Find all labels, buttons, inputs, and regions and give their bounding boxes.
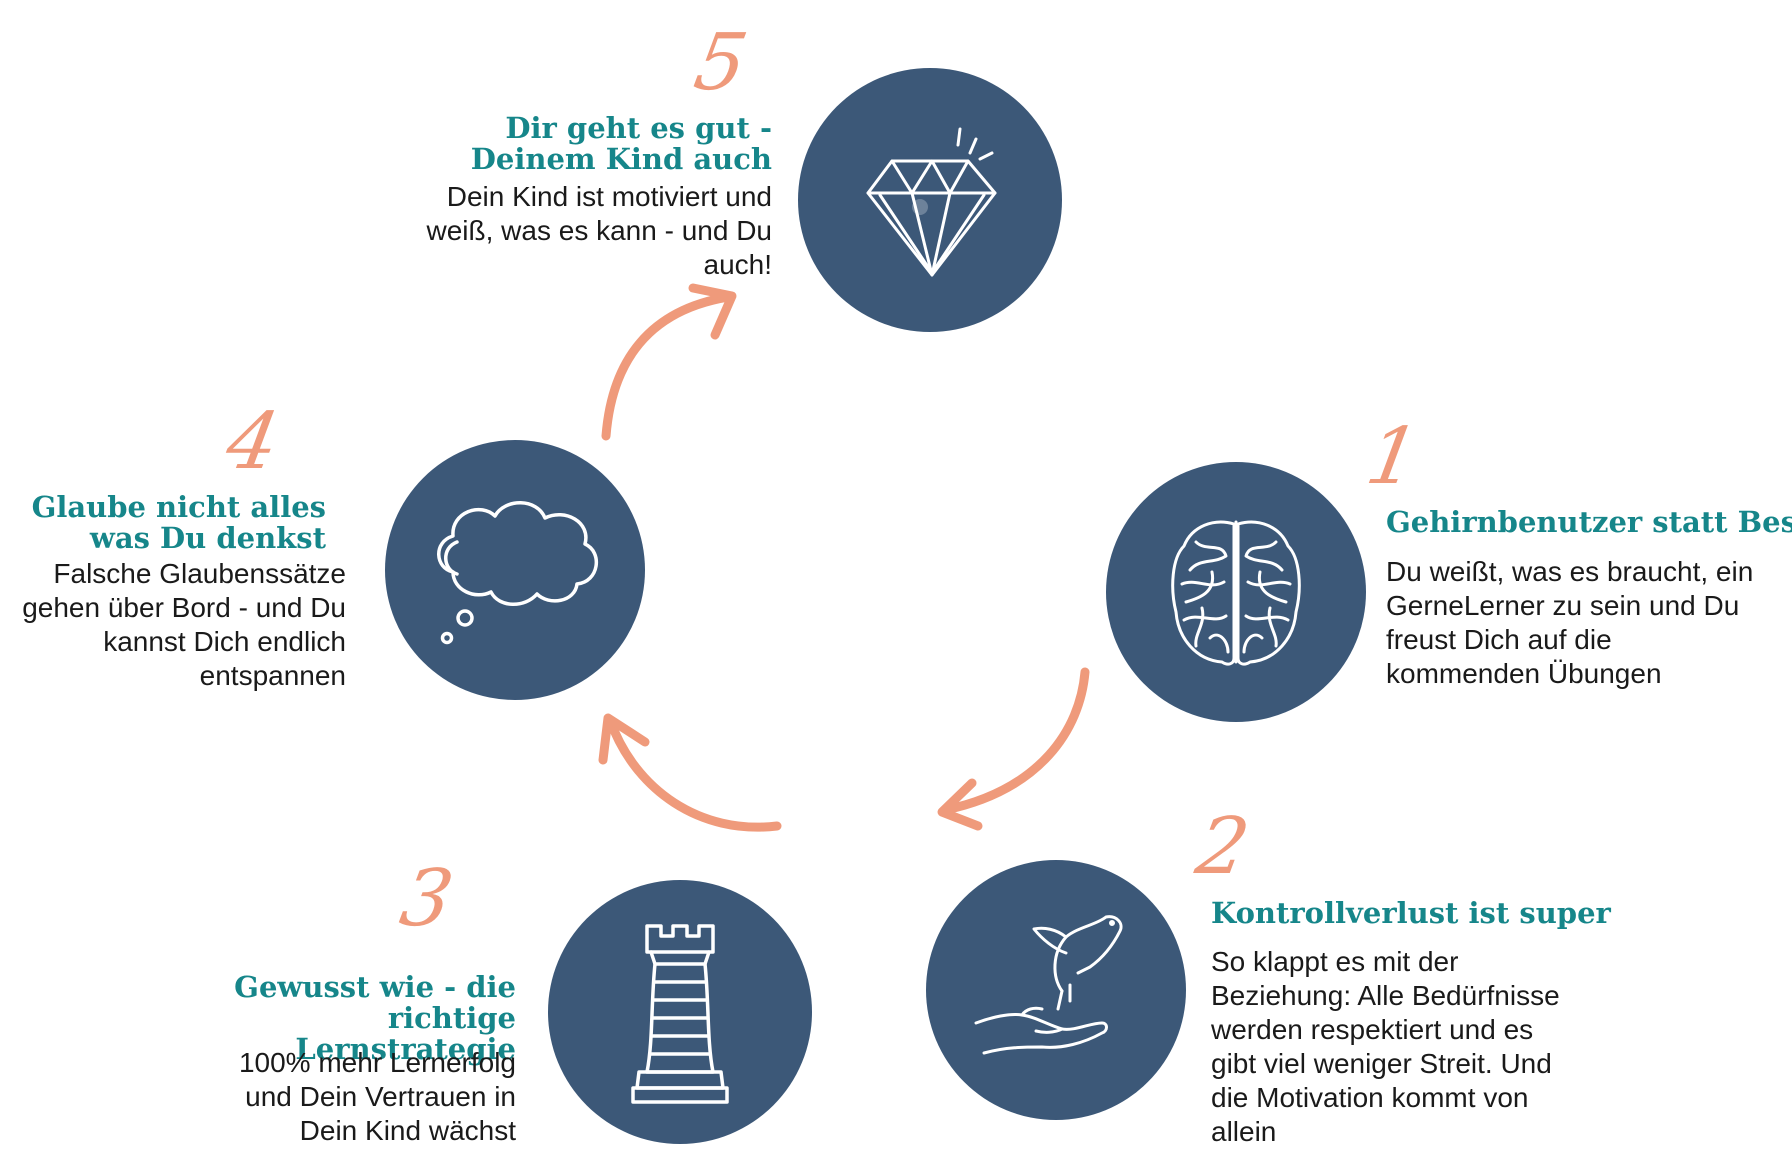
step-3-title: Gewusst wie - die richtige Lernstrategie bbox=[234, 970, 516, 1066]
arrow-2-to-3-head bbox=[598, 713, 650, 765]
step-1-title: Gehirnbenutzer statt Besitzer bbox=[1386, 505, 1792, 539]
hand-bird-icon bbox=[974, 915, 1123, 1055]
step-3-circle bbox=[548, 880, 812, 1144]
step-5-circle bbox=[798, 68, 1062, 332]
step-4-title: Glaube nicht alles was Du denkst bbox=[31, 490, 326, 555]
chess-rook-icon bbox=[631, 924, 729, 1104]
step-2-circle bbox=[926, 860, 1186, 1120]
arrow-2-to-3 bbox=[605, 715, 782, 832]
arrow-4-to-5 bbox=[601, 292, 733, 441]
step-5-title: Dir geht es gut - Deinem Kind auch bbox=[470, 111, 772, 176]
diamond-icon bbox=[866, 127, 997, 277]
arrow-1-to-2 bbox=[940, 667, 1090, 815]
brain-icon bbox=[1171, 520, 1301, 666]
arrow-1-to-2-head bbox=[937, 778, 983, 831]
arrow-4-to-5-head bbox=[688, 283, 737, 340]
step-4-circle bbox=[385, 440, 645, 700]
step-4-body: Falsche Glaubenssätze gehen über Bord - … bbox=[22, 558, 346, 691]
step-2-title: Kontrollverlust ist super bbox=[1211, 896, 1611, 930]
step-3-body: 100% mehr Lernerfolg und Dein Vertrauen … bbox=[238, 1047, 516, 1146]
step-5-body: Dein Kind ist motiviert und weiß, was es… bbox=[426, 181, 773, 280]
step-1-circle bbox=[1106, 462, 1366, 722]
thought-cloud-icon bbox=[437, 501, 599, 645]
step-2-body: So klappt es mit der Beziehung: Alle Bed… bbox=[1211, 946, 1560, 1147]
step-1-body: Du weißt, was es braucht, ein GerneLerne… bbox=[1386, 556, 1754, 689]
